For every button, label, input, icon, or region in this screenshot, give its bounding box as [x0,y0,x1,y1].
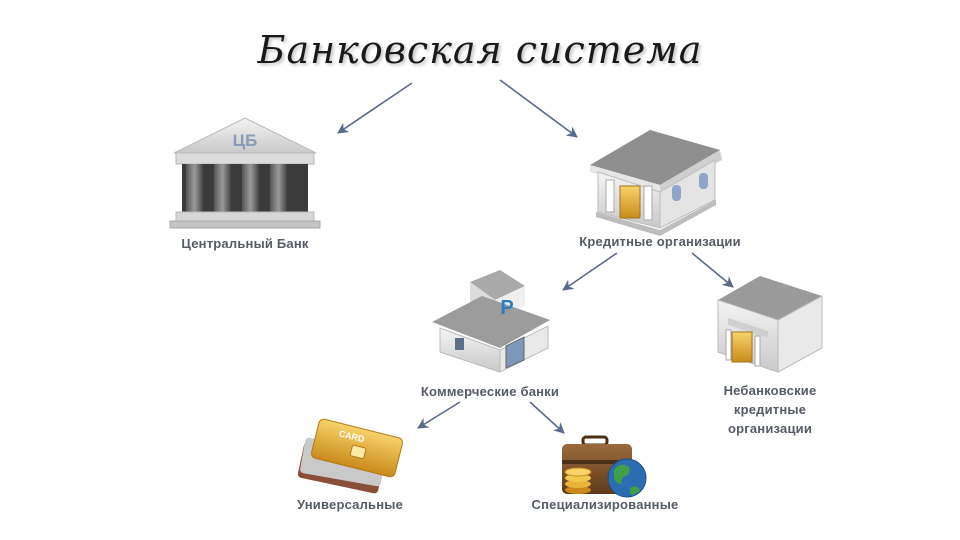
arrow-to-specialized [529,401,565,434]
arrow-to-nonbank-credit [691,252,734,288]
nonbank-credit-label-line: Небанковские [723,383,817,398]
universal-label: Универсальные [296,497,404,512]
small-bank-building-icon [717,276,823,373]
ruble-bank-house-icon: Р [432,270,550,373]
commercial-banks-label: Коммерческие банки [420,384,560,399]
specialized-label: Специализированные [531,497,679,512]
central-bank-label: Центральный Банк [181,236,309,251]
nonbank-credit-label-line: кредитные [733,402,807,417]
central-bank-emblem: ЦБ [233,131,258,150]
arrow-to-central-bank [337,82,413,134]
credit-orgs-label: Кредитные организации [579,234,741,249]
nonbank-credit-label: Небанковские кредитные организации [690,381,850,438]
credit-cards-icon: CARD [297,418,404,494]
diagram-title: Банковская система [257,28,703,72]
bank-building-icon [590,130,722,236]
classical-bank-icon: ЦБ [169,117,321,229]
briefcase-coins-globe-icon [562,435,647,498]
arrow-to-universal [417,401,461,429]
arrow-to-commercial-banks [562,252,618,291]
ruble-emblem: Р [500,297,513,319]
nonbank-credit-label-line: организации [727,421,813,436]
arrow-to-credit-orgs [499,79,578,138]
